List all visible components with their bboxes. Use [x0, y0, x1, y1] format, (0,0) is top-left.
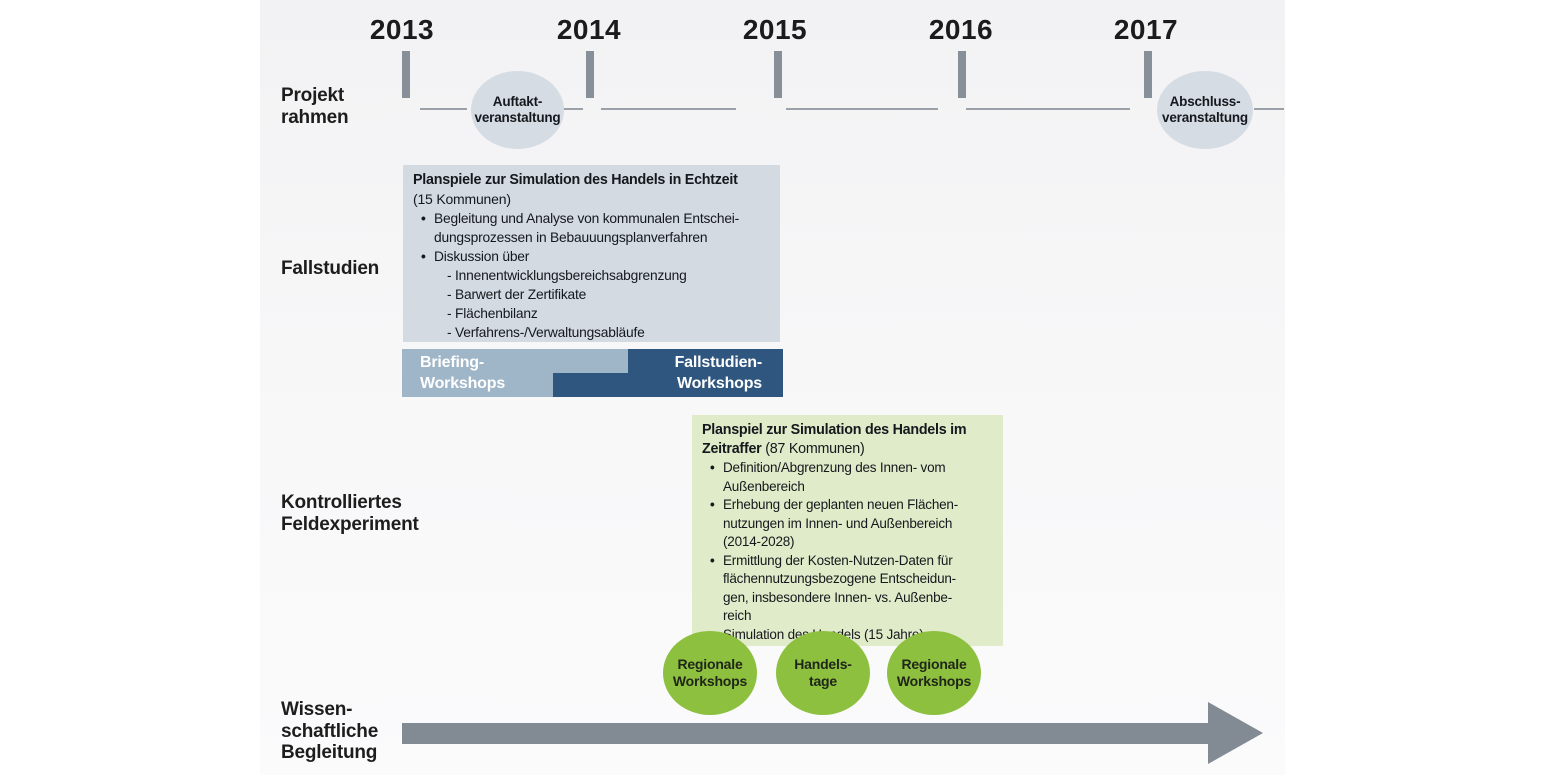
timeline-arrow-shaft [402, 723, 1208, 744]
timeline-line-segment [420, 108, 467, 110]
timeline-line-segment [556, 108, 583, 110]
year-label-2017: 2017 [1113, 14, 1179, 45]
timeline-line-segment [1254, 108, 1284, 110]
bullet-item: • Ermittlung der Kosten-Nutzen-Daten für… [710, 552, 993, 626]
fallstudien-box-title-text: Planspiele zur Simulation des Handels in… [413, 172, 738, 188]
row-label-fallstudien: Fallstudien [281, 258, 380, 279]
feldexperiment-box-title: Planspiel zur Simulation des Handels im … [702, 421, 993, 459]
year-tick-2014 [586, 51, 594, 98]
fallstudien-workshops-bar [628, 349, 783, 373]
bullet-icon: • [421, 211, 426, 226]
bullet-item: • Diskussion über [421, 249, 530, 264]
timeline-line-segment [786, 108, 938, 110]
closing-event-ellipse: Abschluss- veranstaltung [1157, 71, 1253, 149]
regional-workshops-label-1: Regionale Workshops [672, 655, 748, 690]
bullet-item: • Definition/Abgrenzung des Innen- vom A… [710, 459, 993, 496]
sub-list-item: - Verfahrens-/Verwaltungsabläufe [447, 325, 645, 340]
year-tick-2016 [958, 51, 966, 98]
regional-workshops-ellipse-1: Regionale Workshops [663, 631, 757, 715]
briefing-workshops-label: Briefing- Workshops [420, 354, 506, 392]
row-label-begleitung: Wissen- schaftliche Begleitung [281, 699, 379, 763]
timeline-line-segment [966, 108, 1130, 110]
year-tick-2017 [1144, 51, 1152, 98]
year-tick-2013 [402, 51, 410, 98]
regional-workshops-label-2: Regionale Workshops [896, 655, 972, 690]
fallstudien-box-title: Planspiele zur Simulation des Handels in… [413, 171, 770, 190]
bullet-icon: • [710, 552, 715, 568]
bullet-item: • Erhebung der geplanten neuen Flächen- … [710, 496, 993, 552]
year-label-2014: 2014 [556, 14, 622, 45]
year-label-2016: 2016 [928, 14, 994, 45]
timeline-arrow-head [1208, 702, 1263, 764]
year-label-2013: 2013 [369, 14, 435, 45]
handelstage-label: Handels- tage [794, 655, 852, 690]
kickoff-event-label: Auftakt- veranstaltung [474, 94, 561, 125]
year-tick-2015 [774, 51, 782, 98]
year-label-2015: 2015 [742, 14, 808, 45]
fallstudien-workshops-bar [553, 373, 783, 397]
sub-list-item: - Innenentwicklungsbereichsabgrenzung [447, 268, 687, 283]
sub-list-item: - Flächenbilanz [447, 306, 538, 321]
fallstudien-workshops-label: Fallstudien- Workshops [674, 354, 763, 392]
sub-list-item: - Barwert der Zertifikate [447, 287, 587, 302]
row-label-feldexperiment: Kontrolliertes Feldexperiment [281, 492, 419, 535]
regional-workshops-ellipse-2: Regionale Workshops [887, 631, 981, 715]
bullet-item: • Begleitung und Analyse von kommunalen … [421, 211, 740, 245]
timeline-line-segment [601, 108, 736, 110]
bullet-icon: • [421, 249, 426, 264]
row-label-projektrahmen: Projekt rahmen [281, 85, 349, 128]
bullet-icon: • [710, 460, 715, 475]
fallstudien-box: Planspiele zur Simulation des Handels in… [403, 165, 780, 342]
feldexperiment-box: Planspiel zur Simulation des Handels im … [692, 415, 1003, 646]
feldexperiment-box-title-text: Planspiel zur Simulation des Handels im … [702, 422, 967, 457]
feldexperiment-box-subtitle: (87 Kommunen) [761, 441, 865, 457]
fallstudien-box-subtitle: (15 Kommunen) [413, 191, 511, 207]
kickoff-event-ellipse: Auftakt- veranstaltung [471, 71, 564, 149]
handelstage-ellipse: Handels- tage [776, 631, 870, 715]
closing-event-label: Abschluss- veranstaltung [1162, 94, 1248, 125]
bullet-icon: • [710, 497, 715, 512]
